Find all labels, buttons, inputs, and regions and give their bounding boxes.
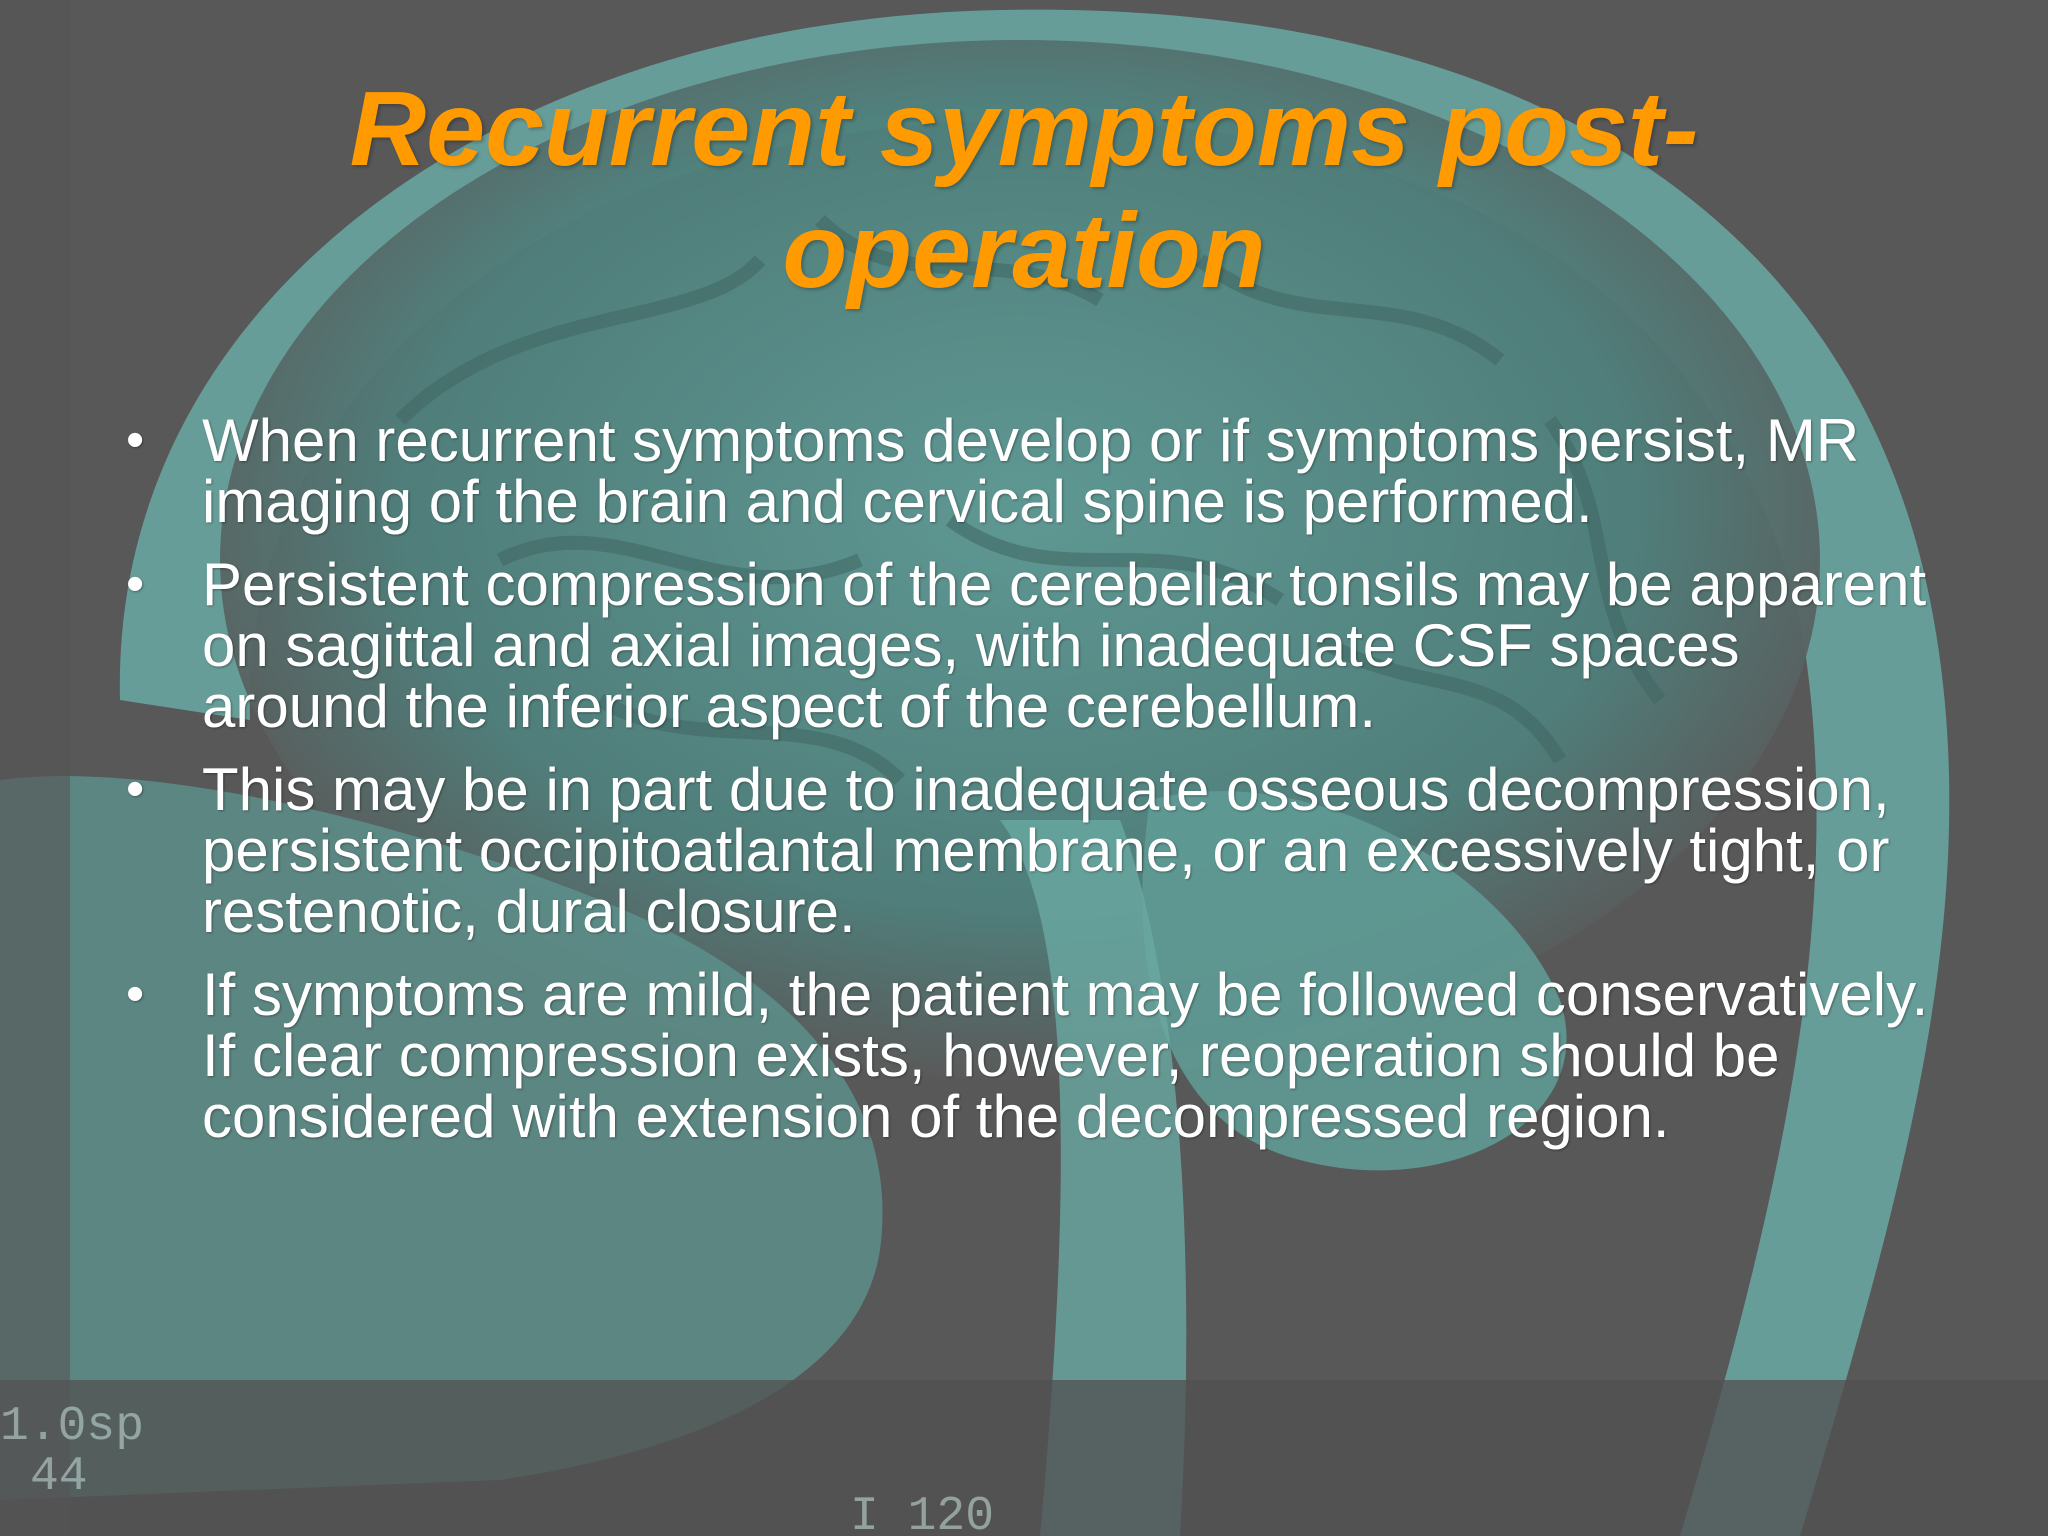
slide-title-line-2: operation xyxy=(782,192,1266,310)
slide-title-line-1: Recurrent symptoms post- xyxy=(349,70,1699,188)
bullet-list: • When recurrent symptoms develop or if … xyxy=(118,410,1938,1169)
slide-title: Recurrent symptoms post- operation xyxy=(100,68,1948,312)
bullet-text: Persistent compression of the cerebellar… xyxy=(202,551,1927,740)
bullet-marker: • xyxy=(126,965,145,1023)
bullet-marker: • xyxy=(126,411,145,469)
bullet-item: • If symptoms are mild, the patient may … xyxy=(118,964,1938,1147)
scan-bottom-label-overlay: I 120 xyxy=(850,1490,995,1536)
scan-number-overlay: 44 xyxy=(30,1450,88,1504)
bullet-item: • Persistent compression of the cerebell… xyxy=(118,554,1938,737)
bullet-text: This may be in part due to inadequate os… xyxy=(202,756,1890,945)
bullet-item: • When recurrent symptoms develop or if … xyxy=(118,410,1938,532)
bullet-text: When recurrent symptoms develop or if sy… xyxy=(202,407,1860,535)
bullet-marker: • xyxy=(126,555,145,613)
bullet-item: • This may be in part due to inadequate … xyxy=(118,759,1938,942)
scan-params-overlay: 1.0sp xyxy=(0,1400,145,1454)
bullet-text: If symptoms are mild, the patient may be… xyxy=(202,961,1929,1150)
bullet-marker: • xyxy=(126,760,145,818)
